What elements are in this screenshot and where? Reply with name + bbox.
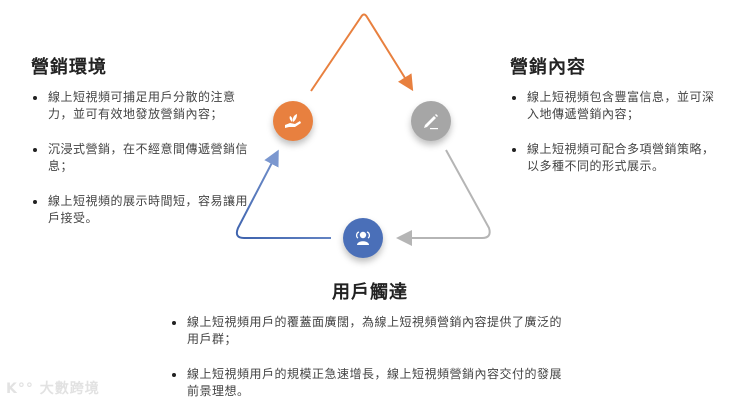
section-title: 用戶觸達 (332, 282, 408, 303)
watermark-logo: K°° 大數跨境 (6, 378, 100, 398)
arrow-blue (235, 149, 331, 239)
bullet-list: 線上短視頻可捕足用戶分散的注意力，並可有效地發放營銷內容； 沉浸式營銷，在不經意… (31, 89, 251, 227)
arrow-orange (310, 13, 414, 92)
list-item: 沉浸式營銷，在不經意間傳遞營銷信息； (31, 141, 251, 175)
logo-text: 大數跨境 (39, 381, 100, 397)
list-item: 線上短視頻用戶的覆蓋面廣闊，為線上短視頻營銷內容提供了廣泛的用戶群； (170, 314, 570, 348)
arrow-gray (396, 149, 491, 246)
marketing-content-section: 營銷內容 線上短視頻包含豐富信息，並可深入地傳遞營銷內容； 線上短視頻可配合多項… (510, 53, 720, 193)
users-icon (343, 218, 383, 258)
user-reach-section: 用戶觸達 線上短視頻用戶的覆蓋面廣闊，為線上短視頻營銷內容提供了廣泛的用戶群； … (170, 278, 570, 418)
list-item: 線上短視頻包含豐富信息，並可深入地傳遞營銷內容； (510, 89, 720, 123)
bullet-list: 線上短視頻包含豐富信息，並可深入地傳遞營銷內容； 線上短視頻可配合多項營銷策略，… (510, 89, 720, 175)
logo-icon: K°° (6, 381, 34, 397)
section-title: 營銷內容 (510, 57, 586, 78)
list-item: 線上短視頻用戶的規模正急速增長，線上短視頻營銷內容交付的發展前景理想。 (170, 366, 570, 400)
list-item: 線上短視頻可捕足用戶分散的注意力，並可有效地發放營銷內容； (31, 89, 251, 123)
list-item: 線上短視頻可配合多項營銷策略，以多種不同的形式展示。 (510, 141, 720, 175)
section-title: 營銷環境 (31, 57, 107, 78)
hand-plant-icon (273, 101, 313, 141)
bullet-list: 線上短視頻用戶的覆蓋面廣闊，為線上短視頻營銷內容提供了廣泛的用戶群； 線上短視頻… (170, 314, 570, 400)
marketing-environment-section: 營銷環境 線上短視頻可捕足用戶分散的注意力，並可有效地發放營銷內容； 沉浸式營銷… (31, 53, 251, 245)
pencil-icon (411, 101, 451, 141)
cycle-arrows (235, 13, 491, 246)
list-item: 線上短視頻的展示時間短，容易讓用戶接受。 (31, 193, 251, 227)
